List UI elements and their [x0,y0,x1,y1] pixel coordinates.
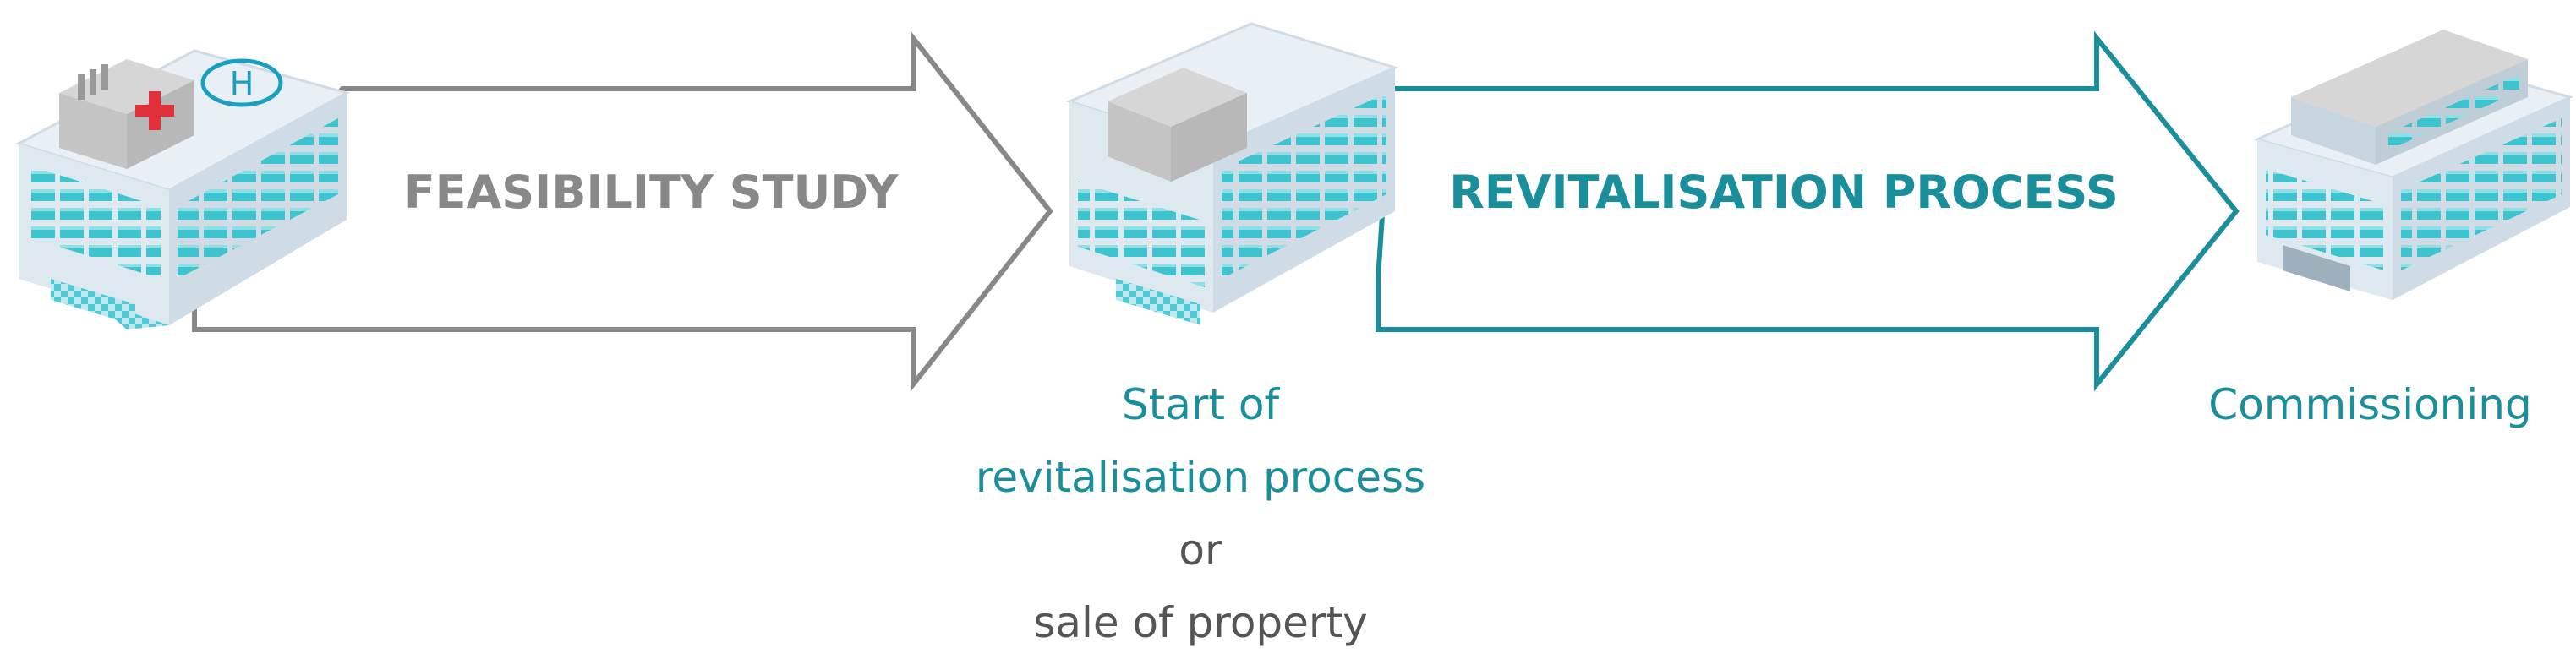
revitalisation-process-label: REVITALISATION PROCESS [1449,166,2119,219]
office-building-icon [1065,22,1399,325]
red-cross-icon [135,91,174,130]
svg-text:H: H [230,65,254,102]
start-caption-line4: sale of property [1033,598,1368,647]
helipad-icon: H [200,58,283,107]
start-caption-line1: Start of [1121,380,1280,429]
commissioning-caption: Commissioning [2208,380,2532,429]
revitalisation-arrow [1376,30,2240,392]
modern-building-icon [2253,30,2574,300]
start-caption-line3: or [1179,526,1222,575]
hospital-building-icon: H [15,49,350,330]
feasibility-study-label: FEASIBILITY STUDY [403,166,899,219]
start-caption: Start of revitalisation process or sale … [913,368,1488,659]
start-caption-line2: revitalisation process [975,453,1426,502]
